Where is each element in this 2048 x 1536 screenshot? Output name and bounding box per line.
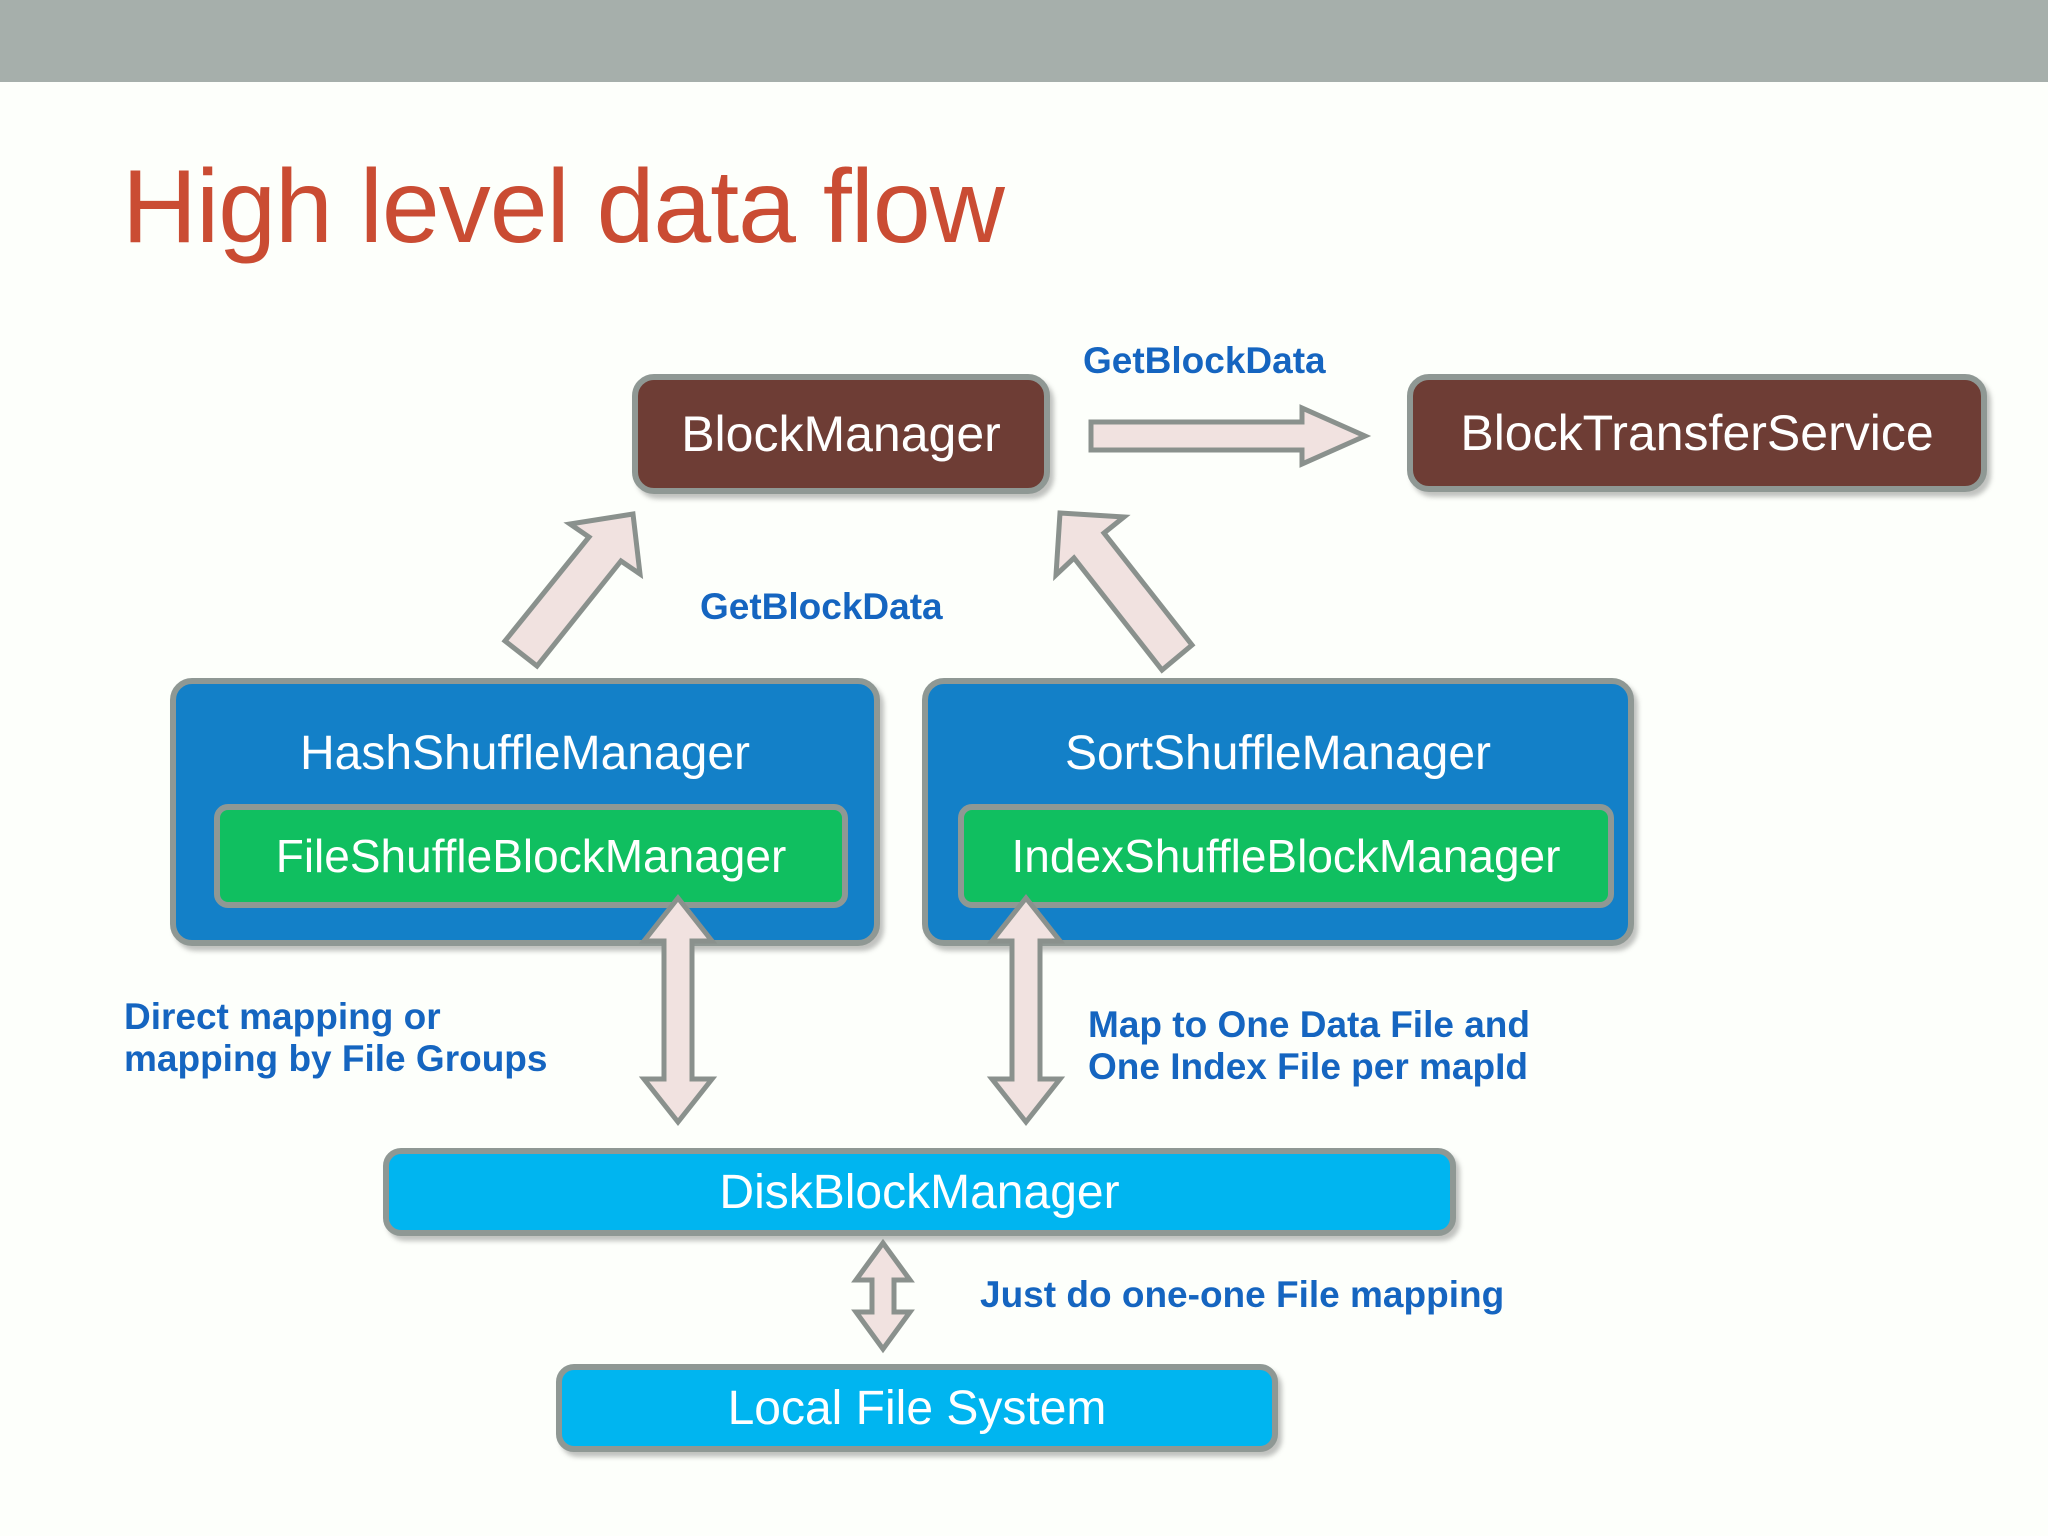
node-local-file-system[interactable]: Local File System (556, 1364, 1278, 1452)
node-block-transfer-service-label: BlockTransferService (1460, 405, 1934, 461)
annotation-get-block-data-middle: GetBlockData (700, 586, 943, 627)
annotation-direct-mapping-line2: mapping by File Groups (124, 1038, 548, 1080)
node-hash-shuffle-manager[interactable]: HashShuffleManager FileShuffleBlockManag… (170, 678, 880, 946)
annotation-map-one-data-file: Map to One Data File and One Index File … (1088, 1004, 1530, 1088)
annotation-map-one-data-file-line2: One Index File per mapId (1088, 1046, 1528, 1088)
annotation-direct-mapping-line1: Direct mapping or (124, 996, 441, 1037)
node-block-transfer-service[interactable]: BlockTransferService (1407, 374, 1987, 492)
arrow-sort-shuffle-to-block-manager (1053, 510, 1196, 674)
arrow-hash-shuffle-to-block-manager (501, 511, 644, 670)
node-index-shuffle-block-manager[interactable]: IndexShuffleBlockManager (958, 804, 1614, 908)
node-block-manager[interactable]: BlockManager (632, 374, 1050, 494)
node-disk-block-manager-label: DiskBlockManager (719, 1165, 1120, 1219)
annotation-direct-mapping: Direct mapping or mapping by File Groups (124, 996, 547, 1080)
node-file-shuffle-block-manager[interactable]: FileShuffleBlockManager (214, 804, 848, 908)
top-accent-bar (0, 0, 2048, 82)
node-disk-block-manager[interactable]: DiskBlockManager (383, 1148, 1456, 1236)
annotation-map-one-data-file-line1: Map to One Data File and (1088, 1004, 1530, 1045)
arrow-disk-block-manager-to-local-file-system (851, 1238, 915, 1354)
arrow-block-manager-to-transfer-service (1088, 404, 1372, 468)
node-block-manager-label: BlockManager (681, 406, 1001, 462)
node-index-shuffle-block-manager-label: IndexShuffleBlockManager (1011, 830, 1561, 882)
node-file-shuffle-block-manager-label: FileShuffleBlockManager (275, 830, 787, 882)
node-local-file-system-label: Local File System (727, 1381, 1107, 1435)
node-sort-shuffle-manager-label: SortShuffleManager (1064, 727, 1492, 780)
node-hash-shuffle-manager-label: HashShuffleManager (299, 727, 751, 780)
annotation-get-block-data-top: GetBlockData (1083, 340, 1326, 381)
annotation-one-one-file-mapping: Just do one-one File mapping (980, 1274, 1505, 1315)
node-sort-shuffle-manager[interactable]: SortShuffleManager IndexShuffleBlockMana… (922, 678, 1634, 946)
page-title: High level data flow (122, 149, 1005, 265)
